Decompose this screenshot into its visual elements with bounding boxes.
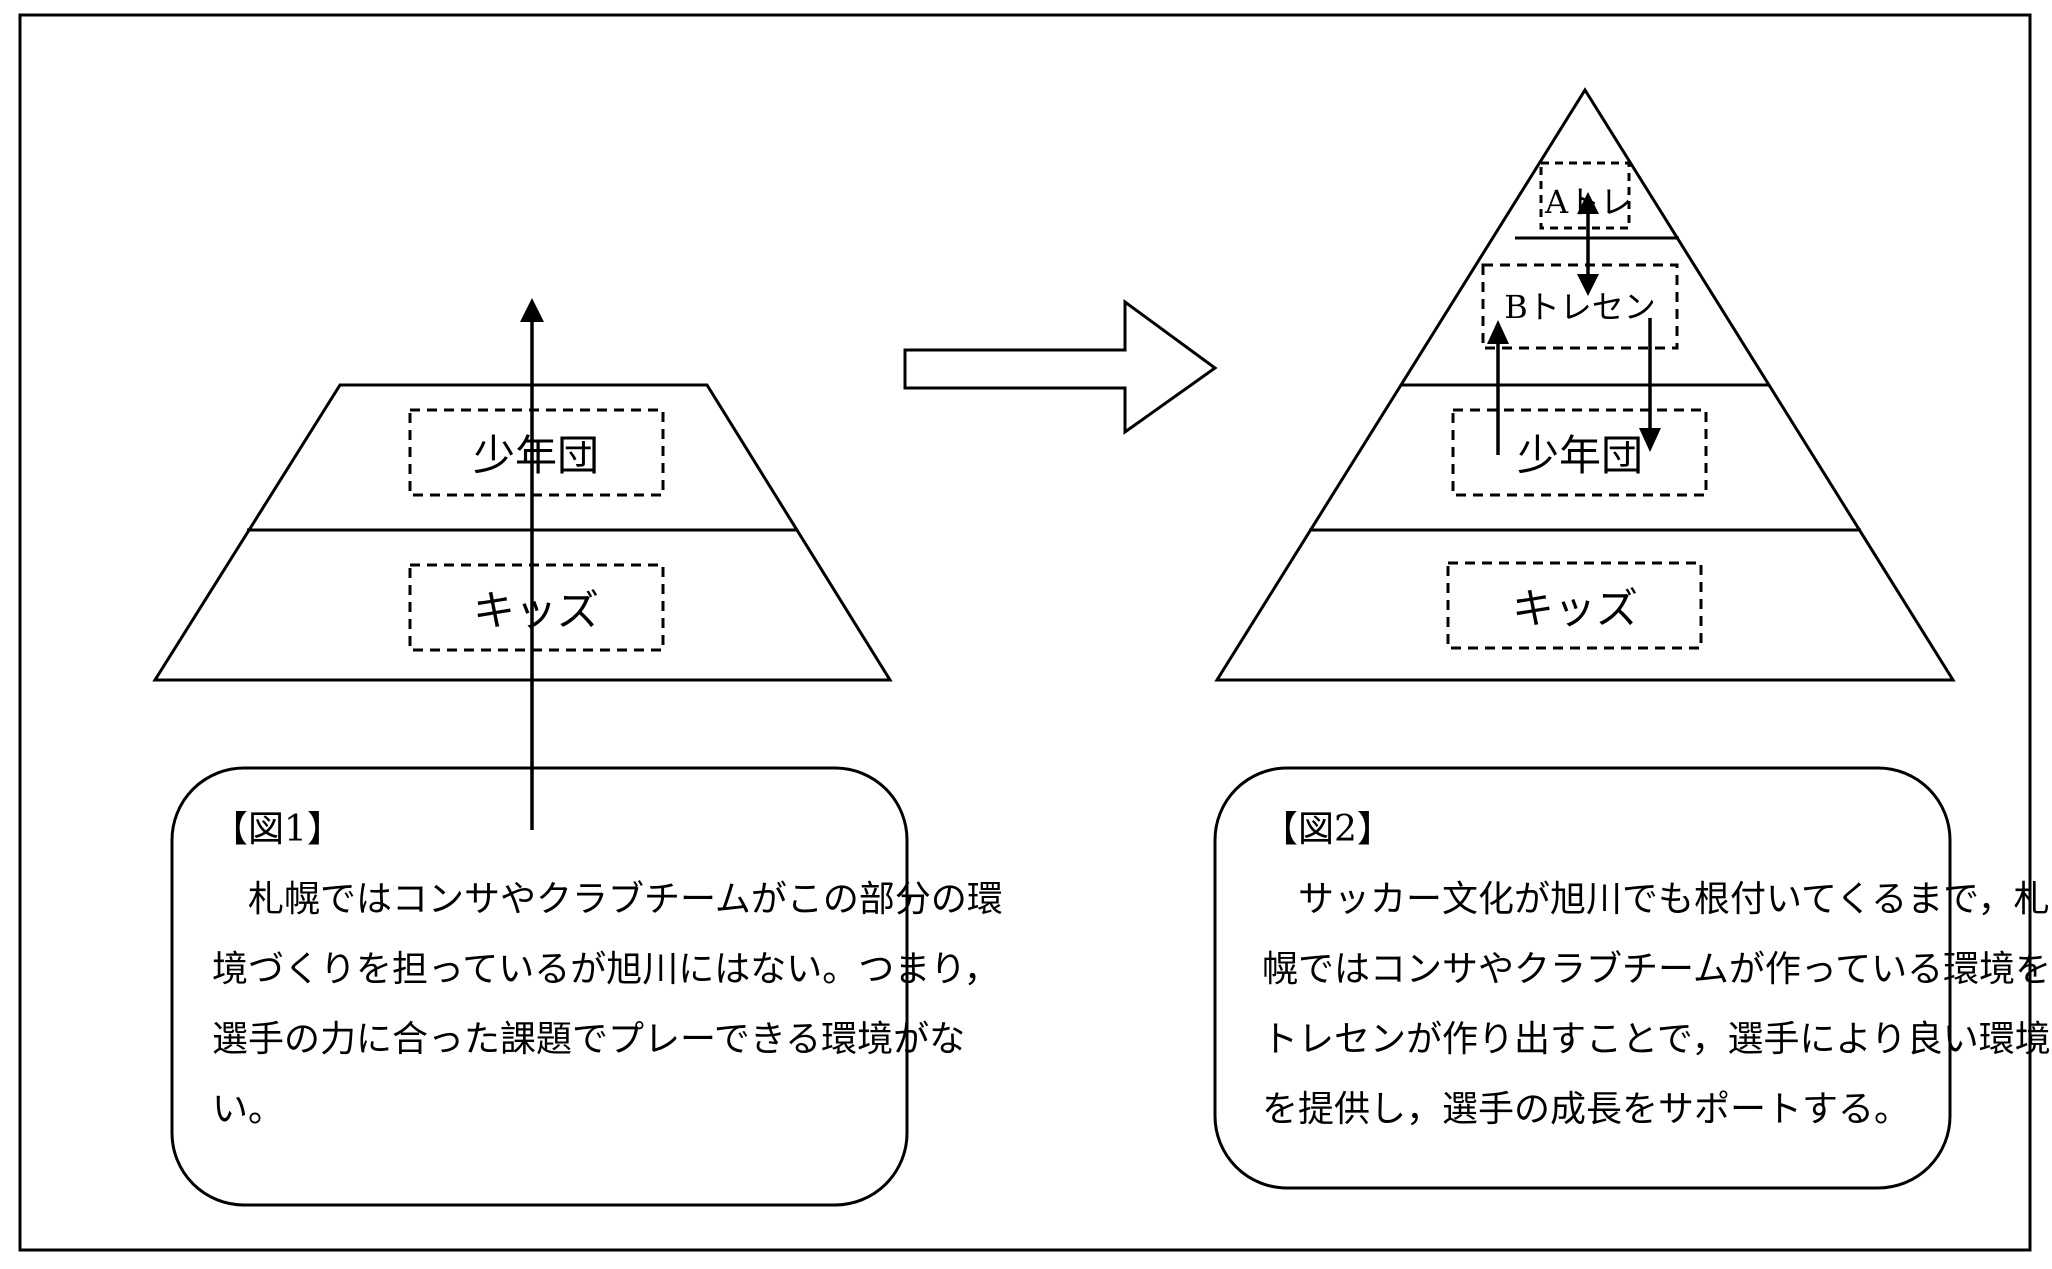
figure1-caption-line: い。 xyxy=(212,1089,285,1130)
figure2-box-b xyxy=(1481,263,1679,350)
figure2-caption-line: トレセンが作り出すことで，選手により良い環境 xyxy=(1262,1019,2051,1060)
figure2-caption-line: 幌ではコンサやクラブチームが作っている環境を xyxy=(1262,949,2052,990)
figure1-title: 【図1】 xyxy=(212,809,343,850)
figure2-down-arrowhead xyxy=(1639,428,1661,452)
figure1-label-top: 少年団 xyxy=(473,431,599,480)
figure2-label-c: 少年団 xyxy=(1517,431,1643,480)
figure2-up-arrowhead xyxy=(1487,320,1509,344)
figure2-label-d: キッズ xyxy=(1512,584,1638,633)
figure1-box-top xyxy=(408,408,665,497)
figure2-pyramid: Aトレ Bトレセン 少年団 キッズ xyxy=(1214,87,1956,682)
figure2-caption-line: サッカー文化が旭川でも根付いてくるまで，札 xyxy=(1262,879,2050,920)
figure1-label-bottom: キッズ xyxy=(473,586,599,635)
figure1-caption-box xyxy=(170,766,909,1207)
figure2-box-a xyxy=(1539,161,1631,230)
figure1-caption-line: 札幌ではコンサやクラブチームがこの部分の環 xyxy=(212,879,1003,920)
transition-arrow xyxy=(903,299,1218,435)
figure2-double-arrow-head-up xyxy=(1577,192,1599,214)
figure2-double-arrow-head-down xyxy=(1577,274,1599,296)
figure1-trapezoid xyxy=(152,383,893,682)
figure1-caption-line: 境づくりを担っているが旭川にはない。つまり， xyxy=(212,949,1000,990)
figure2-box-c xyxy=(1451,408,1708,497)
figure2-caption: 【図2】 サッカー文化が旭川でも根付いてくるまで，札 幌ではコンサやクラブチーム… xyxy=(1262,795,2051,1145)
figure1-caption-line: 選手の力に合った課題でプレーできる環境がな xyxy=(212,1019,966,1060)
figure1-pyramid: 少年団 キッズ xyxy=(152,383,893,682)
figure2-caption-box xyxy=(1213,766,1952,1190)
outer-frame xyxy=(18,13,2032,1252)
figure2-caption-line: を提供し，選手の成長をサポートする。 xyxy=(1262,1089,1911,1130)
figure1-caption: 【図1】 札幌ではコンサやクラブチームがこの部分の環 境づくりを担っているが旭川… xyxy=(212,795,1003,1145)
figure2-title: 【図2】 xyxy=(1262,809,1393,850)
figure1-up-arrowhead xyxy=(520,298,544,322)
figure2-box-d xyxy=(1446,561,1703,650)
figure2-label-b: Bトレセン xyxy=(1504,288,1656,326)
figure1-box-bottom xyxy=(408,563,665,652)
